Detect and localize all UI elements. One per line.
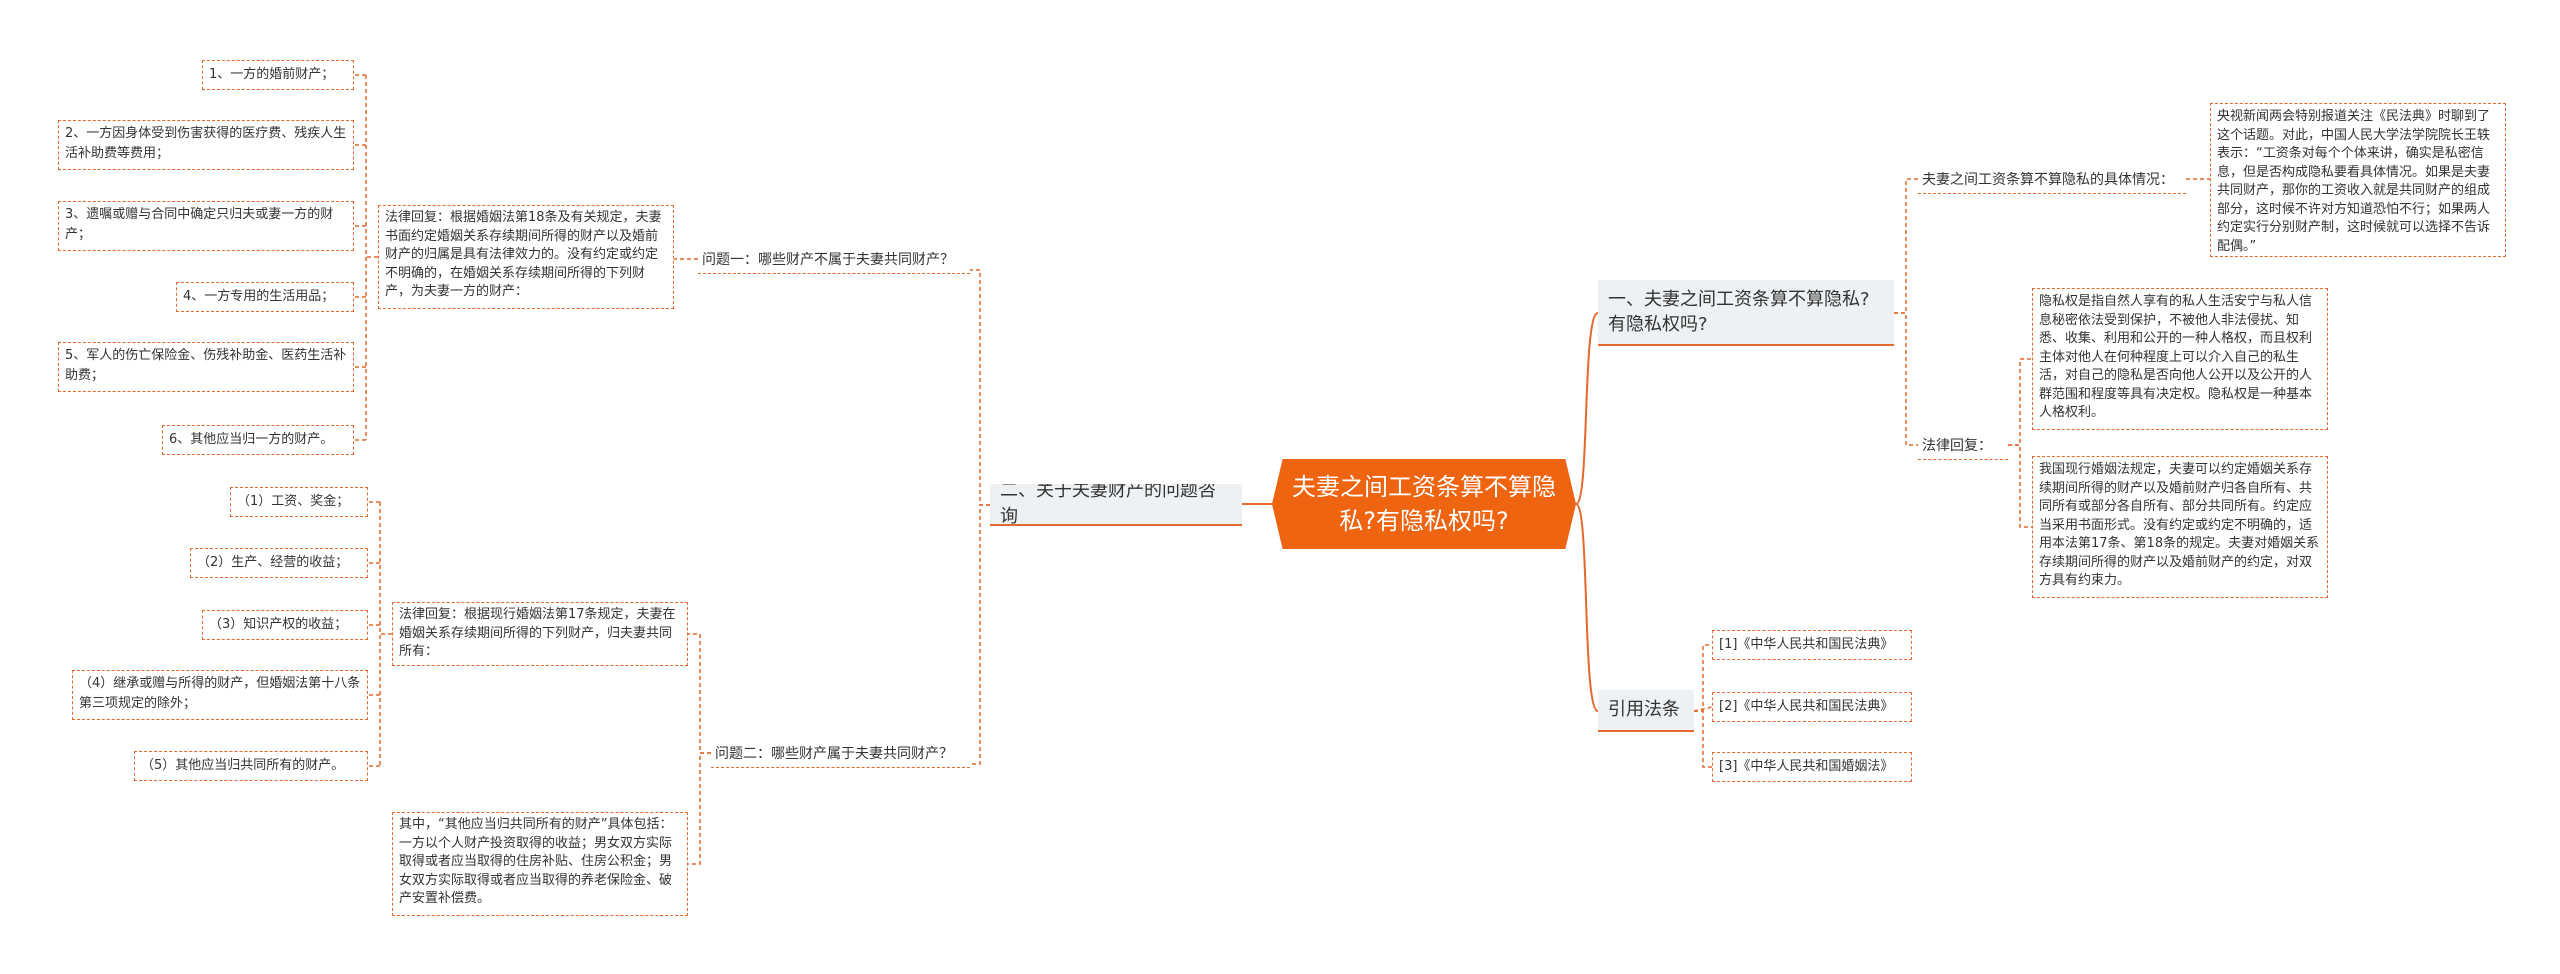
connector-line [1894,178,1918,314]
q1-item-3: 3、遗嘱或赠与合同中确定只归夫或妻一方的财产； [58,201,354,251]
branch-salary-privacy[interactable]: 一、夫妻之间工资条算不算隐私?有隐私权吗? [1598,280,1894,346]
privacy-law-reply[interactable]: 法律回复： [1918,430,2008,460]
connector-line [1694,710,1712,768]
q2-item-1: （1）工资、奖金； [230,487,368,517]
q1-item-4: 4、一方专用的生活用品； [176,282,354,312]
q1-item-6: 6、其他应当归一方的财产。 [162,425,354,455]
q2-item-2: （2）生产、经营的收益； [190,548,368,578]
root-topic[interactable]: 夫妻之间工资条算不算隐私?有隐私权吗? [1272,459,1576,549]
privacy-right-definition: 隐私权是指自然人享有的私人生活安宁与私人信息秘密依法受到保护，不被他人非法侵扰、… [2032,288,2328,430]
cited-law-3[interactable]: [3]《中华人民共和国婚姻法》 [1712,752,1912,782]
question-two-note: 其中，“其他应当归共同所有的财产”具体包括：一方以个人财产投资取得的收益；男女双… [392,812,688,916]
q1-item-5: 5、军人的伤亡保险金、伤残补助金、医药生活补助费； [58,342,354,392]
question-two-answer: 法律回复：根据现行婚姻法第17条规定，夫妻在婚姻关系存续期间所得的下列财产，归夫… [392,602,688,666]
branch-cited-law[interactable]: 引用法条 [1598,690,1694,732]
question-one-answer: 法律回复：根据婚姻法第18条及有关规定，夫妻书面约定婚姻关系存续期间所得的财产以… [378,205,674,309]
connector-line [970,504,990,765]
q1-item-1: 1、一方的婚前财产； [202,60,354,90]
salary-privacy-situation[interactable]: 夫妻之间工资条算不算隐私的具体情况： [1918,164,2186,194]
connector-line [2008,358,2032,446]
question-two[interactable]: 问题二：哪些财产属于夫妻共同财产？ [711,738,970,768]
marital-property-agreement: 我国现行婚姻法规定，夫妻可以约定婚姻关系存续期间所得的财产以及婚前财产归各自所有… [2032,456,2328,598]
cited-law-1[interactable]: [1]《中华人民共和国民法典》 [1712,630,1912,660]
connector-line [1694,644,1712,712]
salary-privacy-detail: 央视新闻两会特别报道关注《民法典》时聊到了这个话题。对此，中国人民大学法学院院长… [2210,103,2506,257]
branch-property-consult[interactable]: 二、关于夫妻财产的问题咨询 [990,484,1242,526]
q2-item-3: （3）知识产权的收益； [202,610,368,640]
connector-line [1575,312,1599,505]
connector-line [688,633,711,754]
cited-law-2[interactable]: [2]《中华人民共和国民法典》 [1712,692,1912,722]
q1-item-2: 2、一方因身体受到伤害获得的医疗费、残疾人生活补助费等费用； [58,120,354,170]
connector-line [2008,444,2032,528]
q2-item-4: （4）继承或赠与所得的财产，但婚姻法第十八条第三项规定的除外； [72,670,368,720]
connector-line [1575,503,1599,712]
connector-line [970,269,990,506]
q2-item-5: （5）其他应当归共同所有的财产。 [134,751,368,781]
connector-line [688,752,711,865]
question-one[interactable]: 问题一：哪些财产不属于夫妻共同财产？ [698,244,970,274]
connector-line [1894,312,1918,446]
